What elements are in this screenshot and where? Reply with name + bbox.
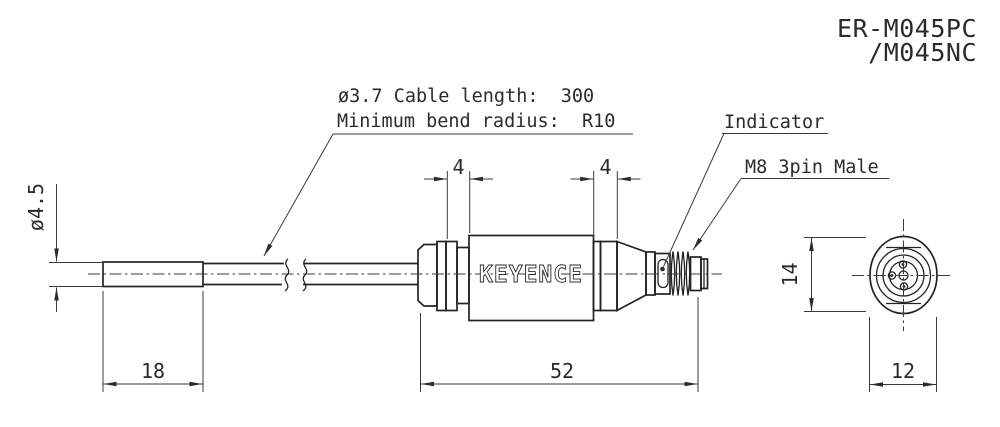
end-view <box>852 219 953 331</box>
dim-sleeve-length: 18 <box>141 359 165 383</box>
dim-sleeve-length-group: 18 <box>102 291 204 392</box>
dim-ring-right: 4 <box>599 155 611 179</box>
dim-cable-diameter: ø4.5 <box>24 183 48 231</box>
indicator-leader-line <box>663 133 725 267</box>
ring-left-thin <box>436 240 447 312</box>
connector-callout: M8 3pin Male <box>692 157 889 251</box>
connector-threads <box>670 251 691 296</box>
indicator-led <box>660 266 665 272</box>
indicator-callout: Indicator <box>663 112 828 267</box>
model-number-line1: ER-M045PC <box>837 14 977 43</box>
cable <box>203 258 418 292</box>
dim-connector-height: 14 <box>778 262 802 286</box>
model-number-line2: /M045NC <box>868 38 977 67</box>
connector-leader-line <box>692 178 742 251</box>
cable-spec-callout: ø3.7 Cable length: 300 Minimum bend radi… <box>263 86 633 257</box>
step-left <box>456 246 470 305</box>
connector-cone <box>616 240 647 312</box>
dim-body-length: 52 <box>550 359 574 383</box>
dim-ring-right-group: 4 <box>570 155 641 239</box>
dim-ring-left-group: 4 <box>424 155 493 239</box>
indicator-label: Indicator <box>724 112 824 133</box>
cable-break-left <box>284 258 290 292</box>
cable-leader-line <box>263 133 334 257</box>
ring-left <box>445 240 458 312</box>
dim-connector-width: 12 <box>891 359 915 383</box>
connector-label: M8 3pin Male <box>745 157 879 178</box>
drawing-title: ER-M045PC /M045NC <box>837 14 977 67</box>
dim-ring-left: 4 <box>452 155 464 179</box>
dim-connector-width-group: 12 <box>869 317 937 392</box>
dim-cable-diameter-group: ø4.5 <box>24 183 102 312</box>
dim-body-length-group: 52 <box>420 297 699 392</box>
keyence-logo: KEYENCE <box>479 262 583 288</box>
cable-boot <box>417 243 438 307</box>
cable-break-right <box>302 258 308 292</box>
cable-spec-line2: Minimum bend radius: R10 <box>337 111 615 132</box>
side-view <box>102 234 709 322</box>
cable-spec-line1: ø3.7 Cable length: 300 <box>338 86 594 107</box>
ring-right-thin <box>592 240 602 312</box>
dim-connector-height-group: 14 <box>778 237 866 312</box>
ring-right <box>599 240 618 312</box>
